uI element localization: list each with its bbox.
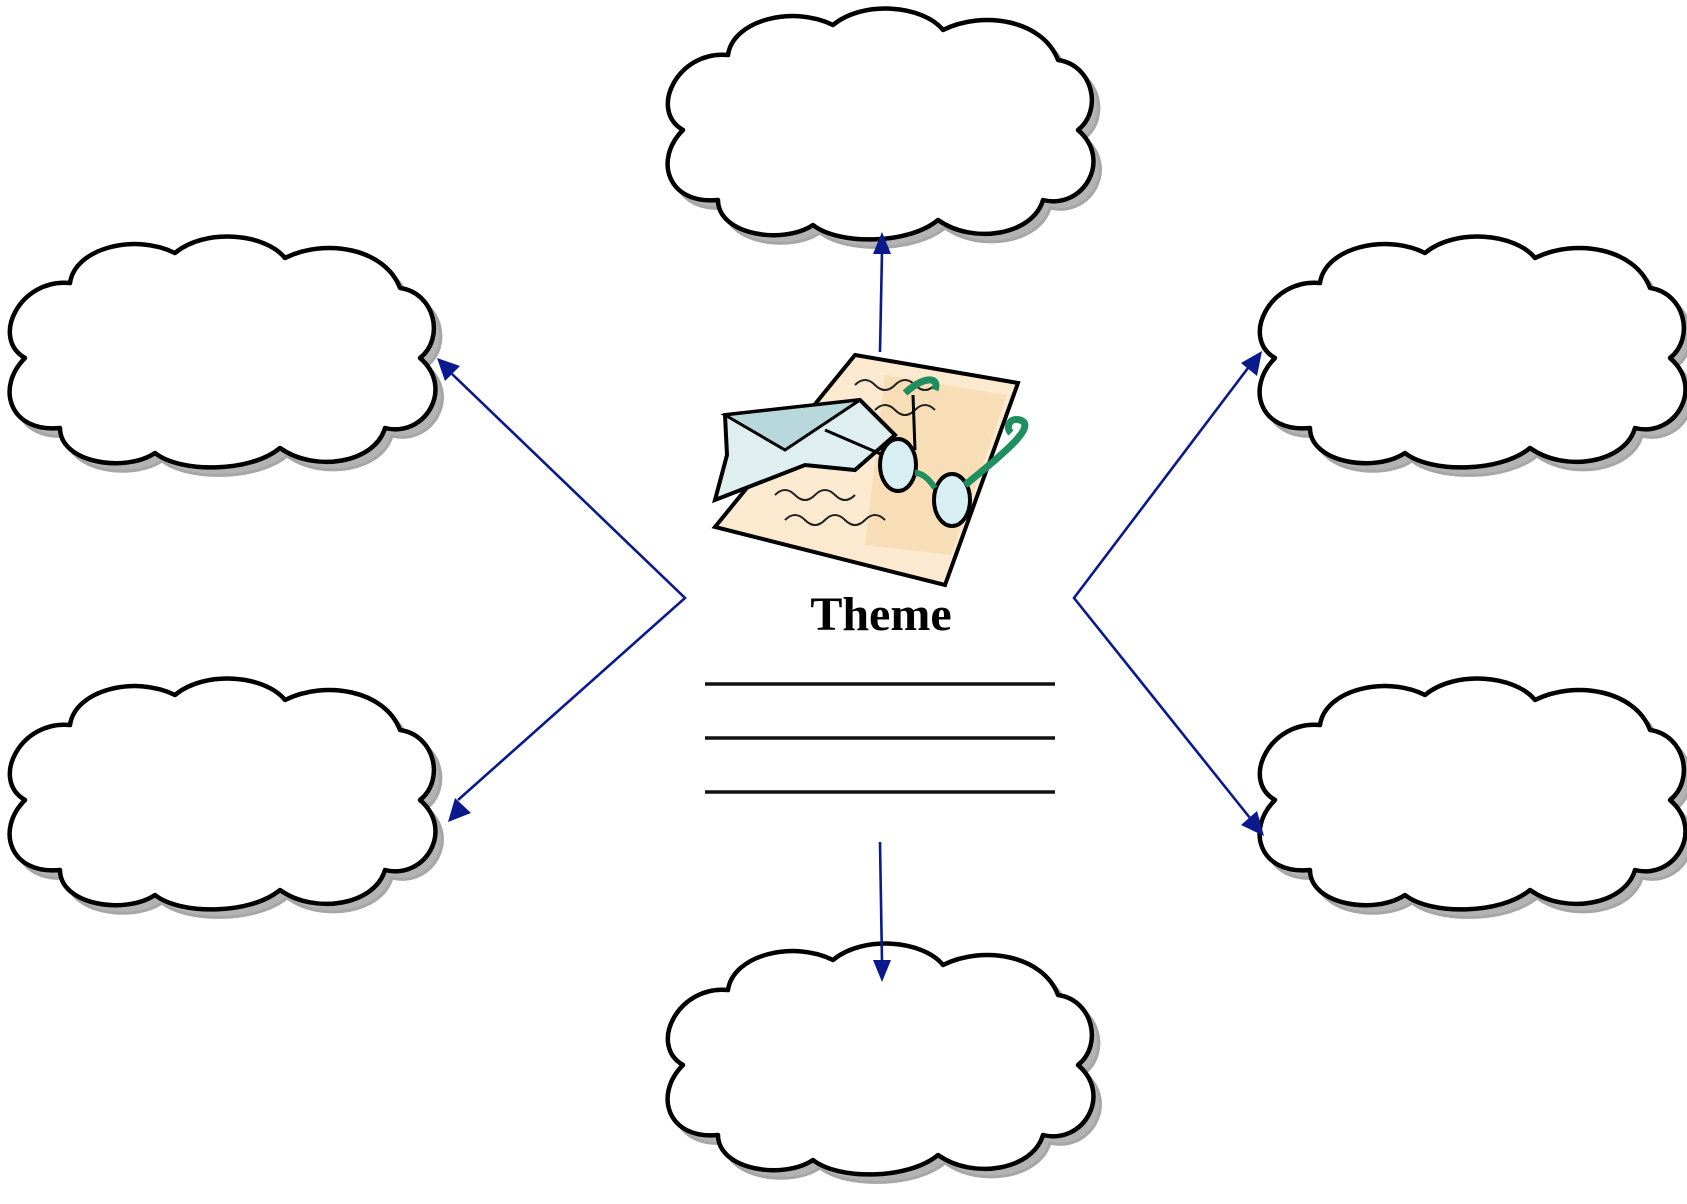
letter-and-glasses-icon: [711, 352, 1029, 588]
cloud-top[interactable]: [668, 9, 1102, 249]
connector-bottom: [873, 841, 891, 982]
cloud-lower-right[interactable]: [1260, 679, 1687, 919]
connector-right: [1072, 351, 1264, 836]
writing-lines: [705, 682, 1055, 794]
cloud-upper-left[interactable]: [10, 237, 444, 477]
cloud-bottom[interactable]: [668, 944, 1102, 1184]
connector-left: [437, 358, 687, 822]
cloud-upper-right[interactable]: [1260, 237, 1687, 477]
connector-top: [873, 232, 891, 353]
cloud-lower-left[interactable]: [10, 679, 444, 919]
theme-label: Theme: [810, 588, 951, 641]
